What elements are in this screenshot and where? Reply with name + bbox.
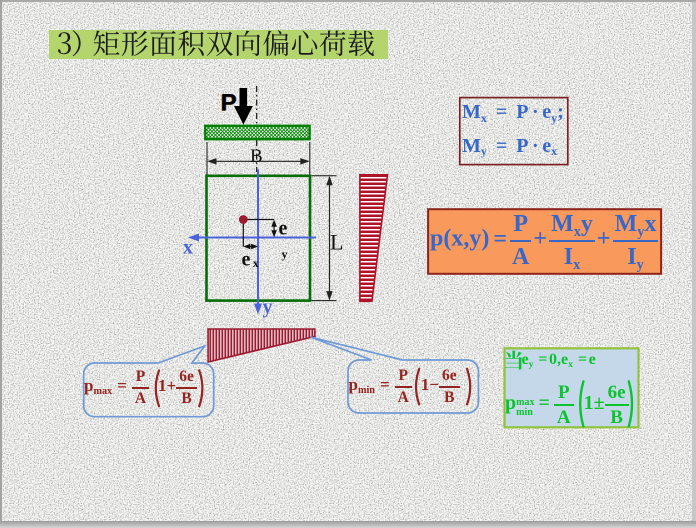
svg-text:L: L: [330, 230, 343, 255]
svg-text:B: B: [250, 146, 263, 167]
svg-text:y: y: [263, 296, 273, 318]
svg-text:e: e: [279, 218, 288, 240]
svg-text:x: x: [253, 256, 259, 270]
svg-text:P: P: [221, 90, 237, 117]
svg-text:e: e: [242, 248, 251, 270]
svg-text:P: P: [220, 90, 236, 117]
svg-text:y: y: [282, 247, 288, 261]
svg-text:x: x: [183, 237, 193, 259]
svg-text:P: P: [221, 90, 237, 117]
